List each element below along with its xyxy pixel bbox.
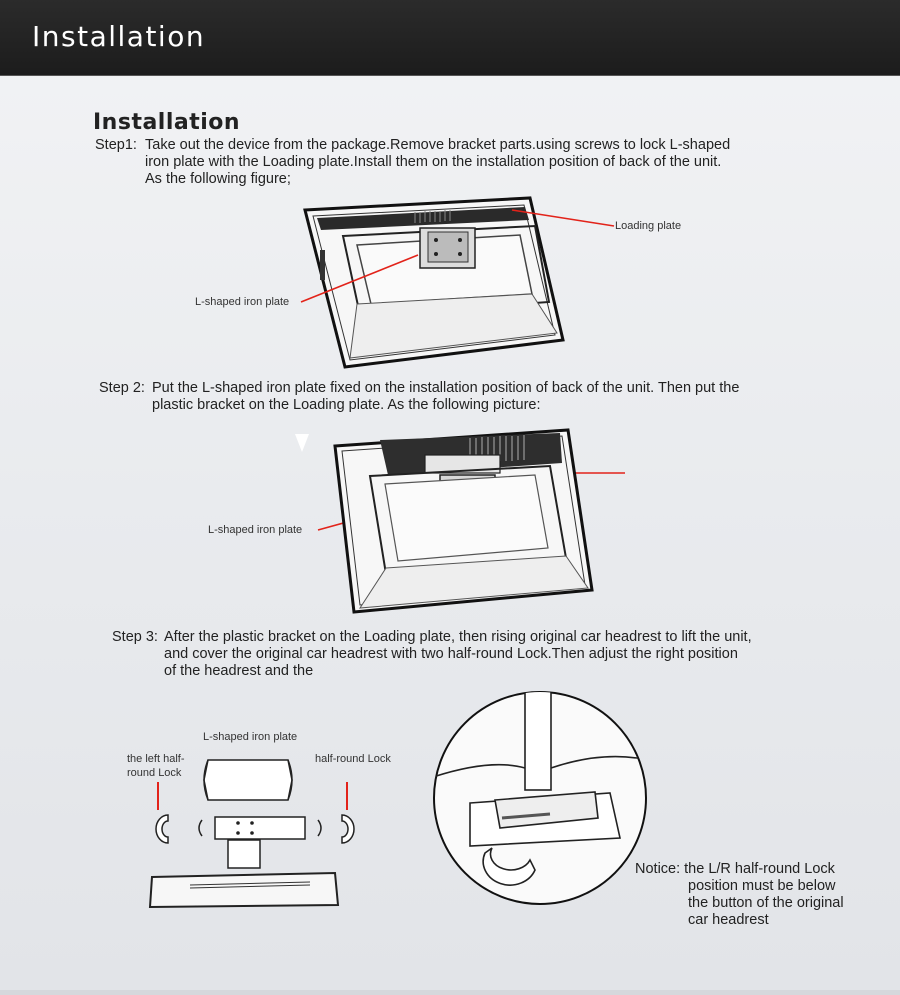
step2-line: plastic bracket on the Loading plate. As… [152,397,541,413]
label-l-shaped-step1: L-shaped iron plate [195,296,290,308]
notice-line: Notice: the L/R half-round Lock [635,861,835,877]
step3-label: Step 3: [112,629,158,645]
header-bar: Installation [0,0,900,76]
header-title: Installation [32,20,206,53]
step2-label: Step 2: [99,380,145,396]
step3-line: After the plastic bracket on the Loading… [164,629,752,645]
notice-line: the button of the original [688,895,844,911]
label-l-shaped-step2: L-shaped iron plate [208,524,303,536]
step1-line: iron plate with the Loading plate.Instal… [145,154,722,170]
step1-line: As the following figure; [145,171,291,187]
figure-headrest-detail [433,691,647,905]
label-left-lock-1: the left half- [127,753,185,765]
label-loading-plate: Loading plate [615,220,682,232]
down-arrow-icon [295,434,309,452]
figure-exploded-parts [148,759,355,909]
step1-line: Take out the device from the package.Rem… [145,137,731,153]
step3-line: of the headrest and the [164,663,314,679]
figure-unit-back-step1 [303,196,565,369]
step3-line: and cover the original car headrest with… [164,646,738,662]
label-left-lock-2: round Lock [127,767,182,779]
leader-l-shaped-step1 [300,254,419,303]
label-right-lock: half-round Lock [315,753,391,765]
label-l-shaped-step3: L-shaped iron plate [203,731,298,743]
section-title: Installation [93,110,241,135]
step2-line: Put the L-shaped iron plate fixed on the… [152,380,740,396]
notice-line: car headrest [688,912,769,928]
step1-label: Step1: [95,137,137,153]
leader-loading-plate [511,209,615,227]
figure-unit-back-step2 [333,428,594,614]
notice-line: position must be below [688,878,836,894]
bottom-divider [0,990,900,995]
